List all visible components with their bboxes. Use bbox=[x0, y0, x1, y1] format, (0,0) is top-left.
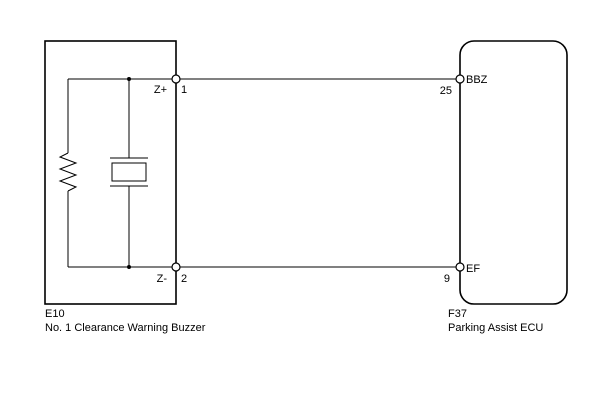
buzzer-internal-circuit bbox=[58, 78, 172, 268]
ecu-code: F37 bbox=[448, 308, 467, 320]
resistor-symbol bbox=[58, 152, 78, 192]
ecu-name: Parking Assist ECU bbox=[448, 322, 543, 334]
buzzer-code: E10 bbox=[45, 308, 65, 320]
terminal-label-z-minus: Z- bbox=[157, 273, 168, 285]
terminal-circle-z-plus bbox=[171, 74, 181, 84]
pin-number-9: 9 bbox=[444, 273, 450, 285]
terminal-label-ef: EF bbox=[466, 263, 480, 275]
piezo-element-symbol bbox=[111, 162, 147, 182]
terminal-circle-z-minus bbox=[171, 262, 181, 272]
junction-dot-bottom bbox=[127, 265, 131, 269]
buzzer-name: No. 1 Clearance Warning Buzzer bbox=[45, 322, 206, 334]
terminal-circle-bbz bbox=[455, 74, 465, 84]
ecu-box bbox=[459, 40, 568, 305]
terminal-label-z-plus: Z+ bbox=[154, 84, 167, 96]
junction-dot-top bbox=[127, 77, 131, 81]
pin-number-25: 25 bbox=[440, 85, 452, 97]
pin-number-1: 1 bbox=[181, 84, 187, 96]
pin-number-2: 2 bbox=[181, 273, 187, 285]
terminal-label-bbz: BBZ bbox=[466, 74, 488, 86]
terminal-circle-ef bbox=[455, 262, 465, 272]
buzzer-box bbox=[44, 40, 177, 305]
